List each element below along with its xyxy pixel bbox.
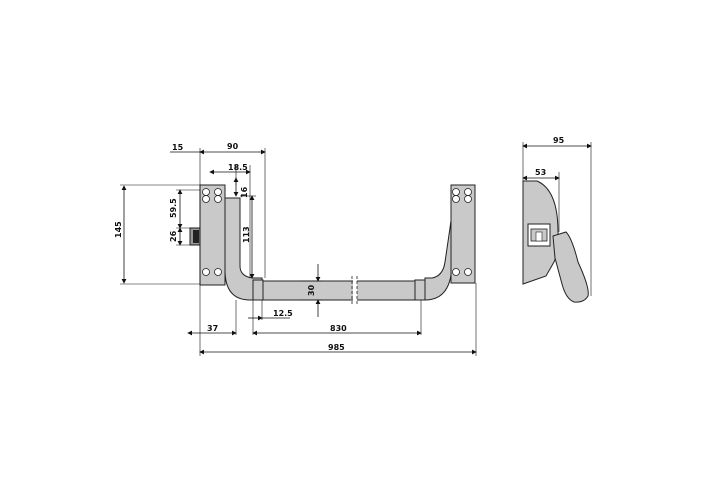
- dim-label-37: 37: [207, 324, 218, 333]
- screw: [202, 195, 210, 203]
- front-view: 15 90 18.5 16 59.5 145 26 113 30 12.5 37…: [114, 142, 477, 356]
- dim-label-59-5: 59.5: [169, 198, 178, 218]
- dim-label-53: 53: [535, 168, 546, 177]
- right-end-cap: [414, 279, 426, 301]
- dim-label-985: 985: [328, 343, 345, 352]
- bar-break: [353, 276, 357, 306]
- dim-label-145: 145: [114, 221, 123, 238]
- side-handle: [552, 231, 589, 303]
- screw: [452, 268, 460, 276]
- dim-label-95: 95: [553, 136, 565, 145]
- push-bar: [261, 280, 417, 301]
- side-latch-slot: [535, 231, 543, 242]
- dim-label-15: 15: [172, 143, 184, 152]
- screw: [464, 195, 472, 203]
- dim-label-16: 16: [240, 186, 249, 198]
- dim-label-12-5: 12.5: [273, 309, 293, 318]
- screw: [464, 188, 472, 196]
- screws: [202, 188, 472, 276]
- dimension-lines: [121, 149, 477, 355]
- screw: [202, 188, 210, 196]
- extension-lines: [120, 148, 477, 356]
- screw: [464, 268, 472, 276]
- dim-label-90: 90: [227, 142, 239, 151]
- latch-bolt: [193, 230, 199, 243]
- dim-label-18-5: 18.5: [228, 163, 248, 172]
- screw: [214, 268, 222, 276]
- dim-label-30: 30: [307, 284, 316, 296]
- screw: [214, 188, 222, 196]
- dim-label-113: 113: [242, 226, 251, 243]
- screw: [214, 195, 222, 203]
- side-view: 95 53: [522, 136, 592, 303]
- left-arm: [224, 197, 263, 301]
- left-end-cap: [252, 279, 264, 301]
- dim-label-830: 830: [330, 324, 347, 333]
- dim-label-26: 26: [169, 230, 178, 242]
- screw: [452, 188, 460, 196]
- screw: [202, 268, 210, 276]
- screw: [452, 195, 460, 203]
